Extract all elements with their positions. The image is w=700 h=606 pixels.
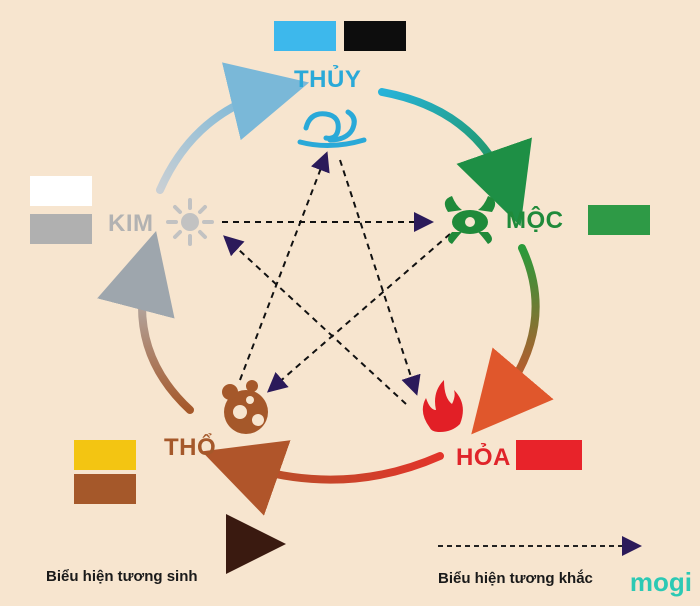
fire-icon [422, 380, 463, 432]
arrow-kim-to-thuy [156, 62, 310, 194]
wood-icon [444, 196, 496, 244]
dash-moc-to-tho [266, 233, 451, 393]
earth-icon [222, 380, 268, 434]
water-icon [297, 109, 367, 149]
thuy-swatch-black [344, 21, 406, 51]
moc-swatch-green [588, 205, 650, 235]
label-thuy: THỦY [294, 66, 362, 93]
tho-swatch-yellow [74, 440, 136, 470]
legend-generating-label: Biểu hiện tương sinh [46, 568, 198, 585]
label-kim: KIM [108, 210, 154, 237]
arrow-hoa-to-tho [201, 440, 444, 516]
arrow-moc-to-hoa [471, 244, 554, 435]
dash-hoa-to-kim [223, 235, 407, 405]
metal-icon [166, 198, 214, 246]
hoa-swatch-red [516, 440, 582, 470]
dash-thuy-to-hoa [339, 159, 421, 396]
legend-overcoming-label: Biểu hiện tương khắc [438, 570, 593, 587]
watermark-logo: mogi [629, 567, 692, 597]
label-moc: MỘC [506, 207, 564, 234]
thuy-swatch-blue [274, 21, 336, 51]
label-tho: THỔ [164, 434, 217, 461]
label-hoa: HỎA [456, 444, 511, 471]
kim-swatch-white [30, 176, 92, 206]
tho-swatch-brown [74, 474, 136, 504]
arrow-thuy-to-moc [378, 88, 532, 227]
dash-tho-to-thuy [239, 151, 330, 381]
kim-swatch-grey [30, 214, 92, 244]
arrow-tho-to-kim [97, 231, 194, 414]
